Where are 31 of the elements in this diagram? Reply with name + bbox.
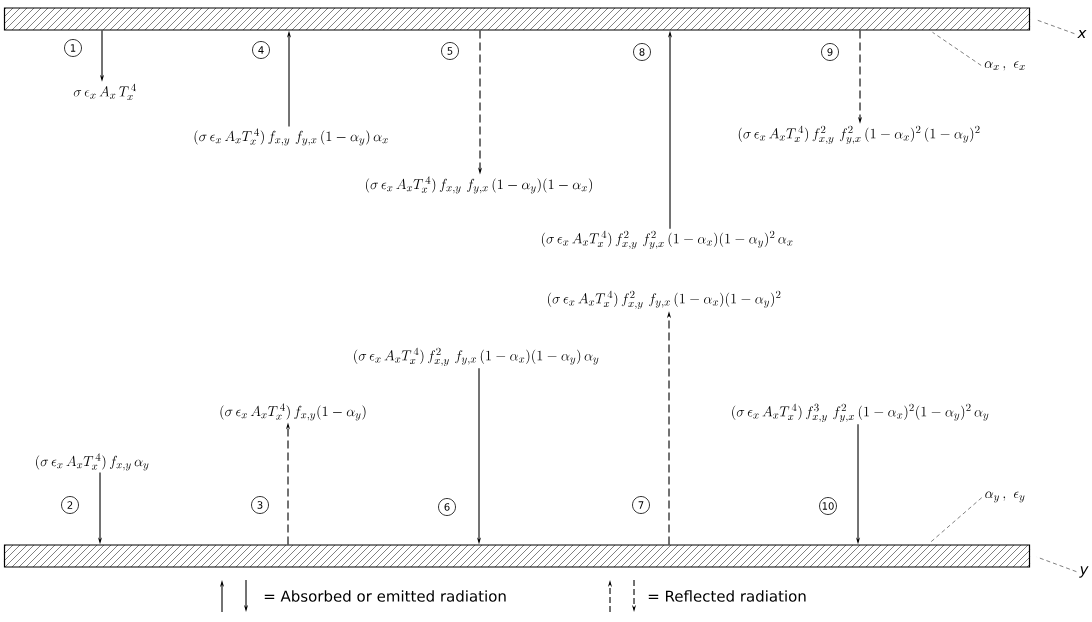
formula-label: $(\sigma\,\epsilon_x\,A_x T_x^{\,4})\,f_{x,y}^2\ f_{y,x}\,(1-\alpha_x)(1-\alpha_y)^2$: [548, 290, 781, 310]
callout-number: 8: [633, 43, 651, 61]
leader-line: [932, 32, 982, 66]
hatched-plate: [3, 544, 1031, 568]
callout-number: 2: [61, 496, 79, 514]
plate-label: x: [1077, 29, 1087, 39]
formula-label: $\alpha_x\,,\ \epsilon_x$: [984, 61, 1025, 71]
formula-label: $\sigma\,\epsilon_x\,A_x\,T_x^{\,4}$: [73, 83, 136, 101]
formula-label: $(\sigma\,\epsilon_x\,A_x T_x^{\,4})\,f_{x,y}(1-\alpha_y)$: [220, 403, 366, 421]
leader-line: [1036, 19, 1075, 34]
hatched-plate: [3, 7, 1031, 31]
callout-number: 1: [64, 39, 82, 57]
legend-label: = Reflected radiation: [648, 590, 806, 602]
callout-number: 5: [441, 42, 459, 60]
formula-label: $(\sigma\,\epsilon_x\,A_x T_x^{\,4})\,f_{x,y}\,\alpha_y$: [36, 453, 149, 471]
formula-label: $\alpha_y\,,\ \epsilon_y$: [985, 491, 1025, 503]
callout-number: 6: [438, 498, 456, 516]
callout-number: 4: [252, 41, 270, 59]
formula-label: $(\sigma\,\epsilon_x\,A_x T_x^{\,4})\,f_{x,y}^2\ f_{y,x}^2\,(1-\alpha_x)(1-\alpha_y)^2\,\alpha_x$: [541, 230, 793, 250]
callout-number: 9: [821, 43, 839, 61]
leader-line: [930, 497, 982, 543]
callout-number: 10: [819, 497, 837, 515]
formula-label: $(\sigma\,\epsilon_x\,A_x T_x^{\,4})\,f_{x,y}^2\ f_{y,x}^2\,(1-\alpha_x)^2\,(1-\alpha_y)^2$: [738, 125, 980, 145]
formula-label: $(\sigma\,\epsilon_x\,A_x T_x^{\,4})\,f_{x,y}^3\ f_{y,x}^2\,(1-\alpha_x)^2(1-\alpha_y)^2\,\alpha_y$: [732, 403, 989, 423]
formula-label: $(\sigma\,\epsilon_x\,A_x T_x^{\,4})\,f_{x,y}\ f_{y,x}\,(1-\alpha_y)\,\alpha_x$: [194, 128, 388, 146]
legend-label: = Absorbed or emitted radiation: [264, 590, 506, 602]
formula-label: $(\sigma\,\epsilon_x\,A_x T_x^{\,4})\,f_{x,y}\ f_{y,x}\,(1-\alpha_y)(1-\alpha_x)$: [366, 176, 592, 194]
callout-number: 7: [632, 496, 650, 514]
plate-label: y: [1079, 566, 1089, 578]
formula-label: $(\sigma\,\epsilon_x\,A_x T_x^{\,4})\,f_{x,y}^2\ f_{y,x}\,(1-\alpha_x)(1-\alpha_y)\,\alpha_y$: [354, 347, 599, 367]
callout-number: 3: [251, 496, 269, 514]
